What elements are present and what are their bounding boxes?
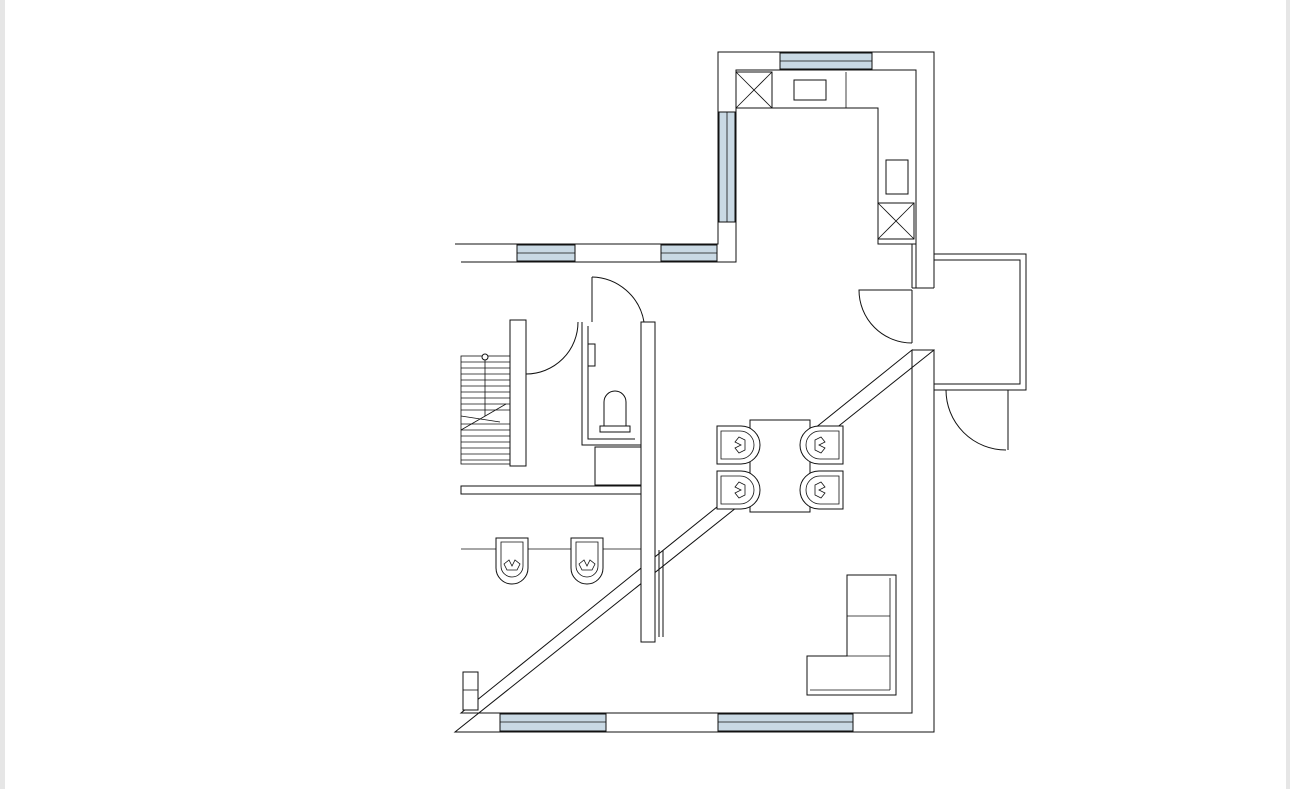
- desk-chair: [495, 537, 529, 585]
- corner-sofa: [806, 574, 897, 696]
- exterior-wall-outer: [453, 51, 935, 733]
- dining-chair: [799, 470, 844, 510]
- stair-partition: [509, 319, 527, 467]
- dining-chair: [716, 425, 761, 465]
- stove: [885, 159, 909, 195]
- door-swing-porch: [945, 389, 1007, 451]
- dining: [716, 419, 844, 513]
- washbasin: [587, 343, 596, 367]
- door-swing-wc: [591, 276, 645, 323]
- partition-wall: [640, 321, 656, 643]
- page-edge-right: [1286, 0, 1290, 789]
- sink: [793, 79, 827, 101]
- wc: [581, 276, 656, 643]
- staircase: [460, 353, 511, 465]
- study-partition-top: [460, 485, 642, 495]
- cabinet-hall: [594, 446, 642, 486]
- porch-outline: [934, 253, 1027, 391]
- toilet: [603, 390, 627, 427]
- entrance-door: [858, 289, 913, 344]
- desk-chair: [570, 537, 604, 585]
- dining-chair: [716, 470, 761, 510]
- study-cabinet: [462, 671, 479, 711]
- windows: [499, 52, 873, 732]
- door-swing-entrance: [858, 289, 913, 344]
- dining-table: [749, 419, 811, 513]
- dining-chair: [799, 425, 844, 465]
- study: [461, 537, 664, 711]
- kitchen: [735, 69, 917, 245]
- page-edge-left: [0, 0, 5, 789]
- window-living-bottom: [717, 713, 854, 732]
- window-study-bottom: [499, 713, 607, 732]
- door-swing-corridor: [525, 321, 579, 375]
- stair-hall: [460, 319, 642, 495]
- porch: [934, 253, 1027, 451]
